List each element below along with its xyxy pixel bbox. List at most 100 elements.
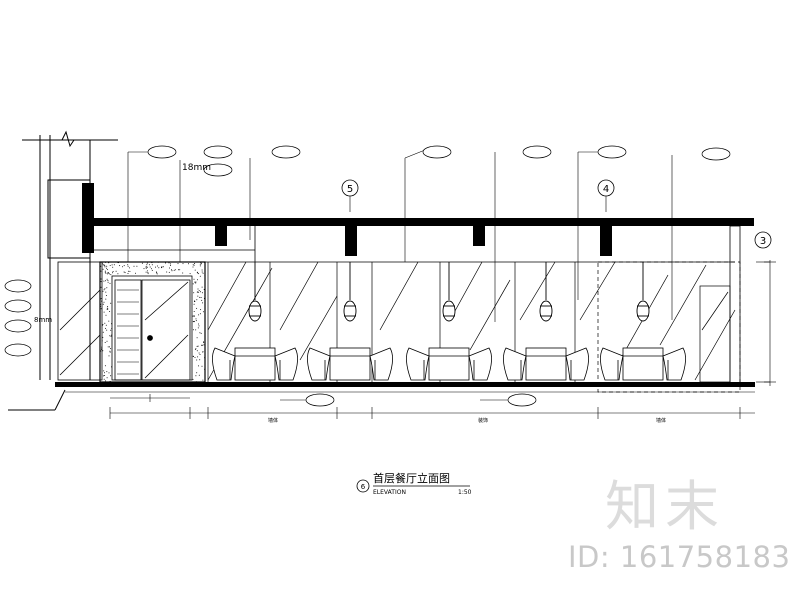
stone-dot <box>182 263 184 265</box>
stone-dot <box>197 356 199 358</box>
stone-dot <box>106 265 108 267</box>
stone-dot <box>99 320 101 321</box>
drawing-subtitle: ELEVATION <box>373 489 406 496</box>
stone-dot <box>174 269 176 271</box>
stone-dot <box>204 275 206 277</box>
stone-dot <box>105 380 107 382</box>
stone-dot <box>145 266 147 267</box>
stone-dot <box>194 357 196 358</box>
stone-dot <box>103 264 105 266</box>
stone-dot <box>104 342 106 343</box>
stone-dot <box>111 264 113 266</box>
stone-dot <box>199 296 201 298</box>
stone-dot <box>171 270 173 272</box>
lantern <box>248 262 262 322</box>
grid-marker-4 <box>597 179 615 197</box>
stone-dot <box>146 270 148 272</box>
stone-dot <box>104 270 106 272</box>
stone-dot <box>104 271 106 273</box>
stone-dot <box>105 291 107 293</box>
stone-dot <box>104 365 106 367</box>
stone-dot <box>201 344 203 346</box>
grid-marker-3 <box>754 231 772 249</box>
stone-dot <box>103 378 105 380</box>
stone-dot <box>100 350 102 352</box>
drawing-scale: 1:50 <box>458 489 472 496</box>
stone-dot <box>109 346 110 348</box>
stone-dot <box>199 359 201 361</box>
stone-dot <box>196 337 198 339</box>
stone-dot <box>104 265 106 267</box>
stone-dot <box>107 280 109 281</box>
dimension-annotation: 18mm <box>182 163 211 173</box>
stone-dot <box>203 344 205 346</box>
stone-dot <box>145 267 147 269</box>
stone-dot <box>146 264 148 266</box>
stone-dot <box>100 298 102 300</box>
stone-dot <box>110 335 112 337</box>
stone-dot <box>203 297 205 299</box>
stone-dot <box>108 372 110 374</box>
stone-dot <box>204 368 206 370</box>
stone-dot <box>108 355 110 357</box>
stone-dot <box>151 262 153 264</box>
stone-dot <box>108 262 110 264</box>
drawing-title-index: 6 <box>361 483 366 491</box>
right-dimension-line <box>756 260 776 386</box>
stone-dot <box>135 272 136 274</box>
stone-dot <box>118 262 119 264</box>
stone-dot <box>106 308 108 310</box>
stone-dot <box>197 345 199 347</box>
stone-dot <box>156 272 158 274</box>
stone-dot <box>196 299 198 301</box>
stone-dot <box>127 270 129 272</box>
stone-dot <box>106 269 108 271</box>
stone-dot <box>195 329 197 331</box>
stone-dot <box>112 272 114 274</box>
stone-dot <box>182 272 184 274</box>
stone-dot <box>148 264 150 266</box>
stone-dot <box>189 273 191 275</box>
stone-dot <box>165 262 166 264</box>
stone-dot <box>194 281 196 283</box>
stone-dot <box>196 307 198 309</box>
stone-dot <box>199 332 201 334</box>
stone-dot <box>192 315 194 317</box>
stone-dot <box>107 346 109 348</box>
stone-dot <box>196 345 198 347</box>
stone-dot <box>169 267 170 269</box>
stone-dot <box>193 315 195 317</box>
stone-dot <box>192 321 194 323</box>
stone-dot <box>108 273 110 275</box>
stone-dot <box>100 303 102 305</box>
lantern <box>343 262 357 322</box>
stone-dot <box>200 309 202 311</box>
dining-sets <box>212 347 686 381</box>
grid-marker-3-label: 3 <box>760 236 766 247</box>
stone-dot <box>193 356 194 357</box>
stone-dot <box>147 272 149 273</box>
stone-dot <box>111 366 112 368</box>
stone-dot <box>201 344 202 346</box>
stone-dot <box>195 320 197 322</box>
dining-set <box>406 347 492 381</box>
stone-dot <box>178 269 179 271</box>
stone-dot <box>202 351 204 353</box>
stone-dot <box>197 295 199 297</box>
stone-dot <box>104 322 106 324</box>
stone-dot <box>104 375 106 376</box>
stone-dot <box>196 372 198 374</box>
stone-dot <box>104 266 106 268</box>
stone-dot <box>106 278 108 280</box>
grid-marker-5-label: 5 <box>347 184 353 195</box>
stone-dot <box>106 267 107 269</box>
stone-dot <box>106 340 108 342</box>
dining-set <box>307 347 393 381</box>
grid-marker-5 <box>341 179 359 197</box>
stone-dot <box>103 280 105 282</box>
stone-dot <box>101 261 103 263</box>
stone-dot <box>106 329 108 331</box>
stone-dot <box>157 261 159 263</box>
bottom-dimension-label-1: 墙体 <box>268 417 278 424</box>
